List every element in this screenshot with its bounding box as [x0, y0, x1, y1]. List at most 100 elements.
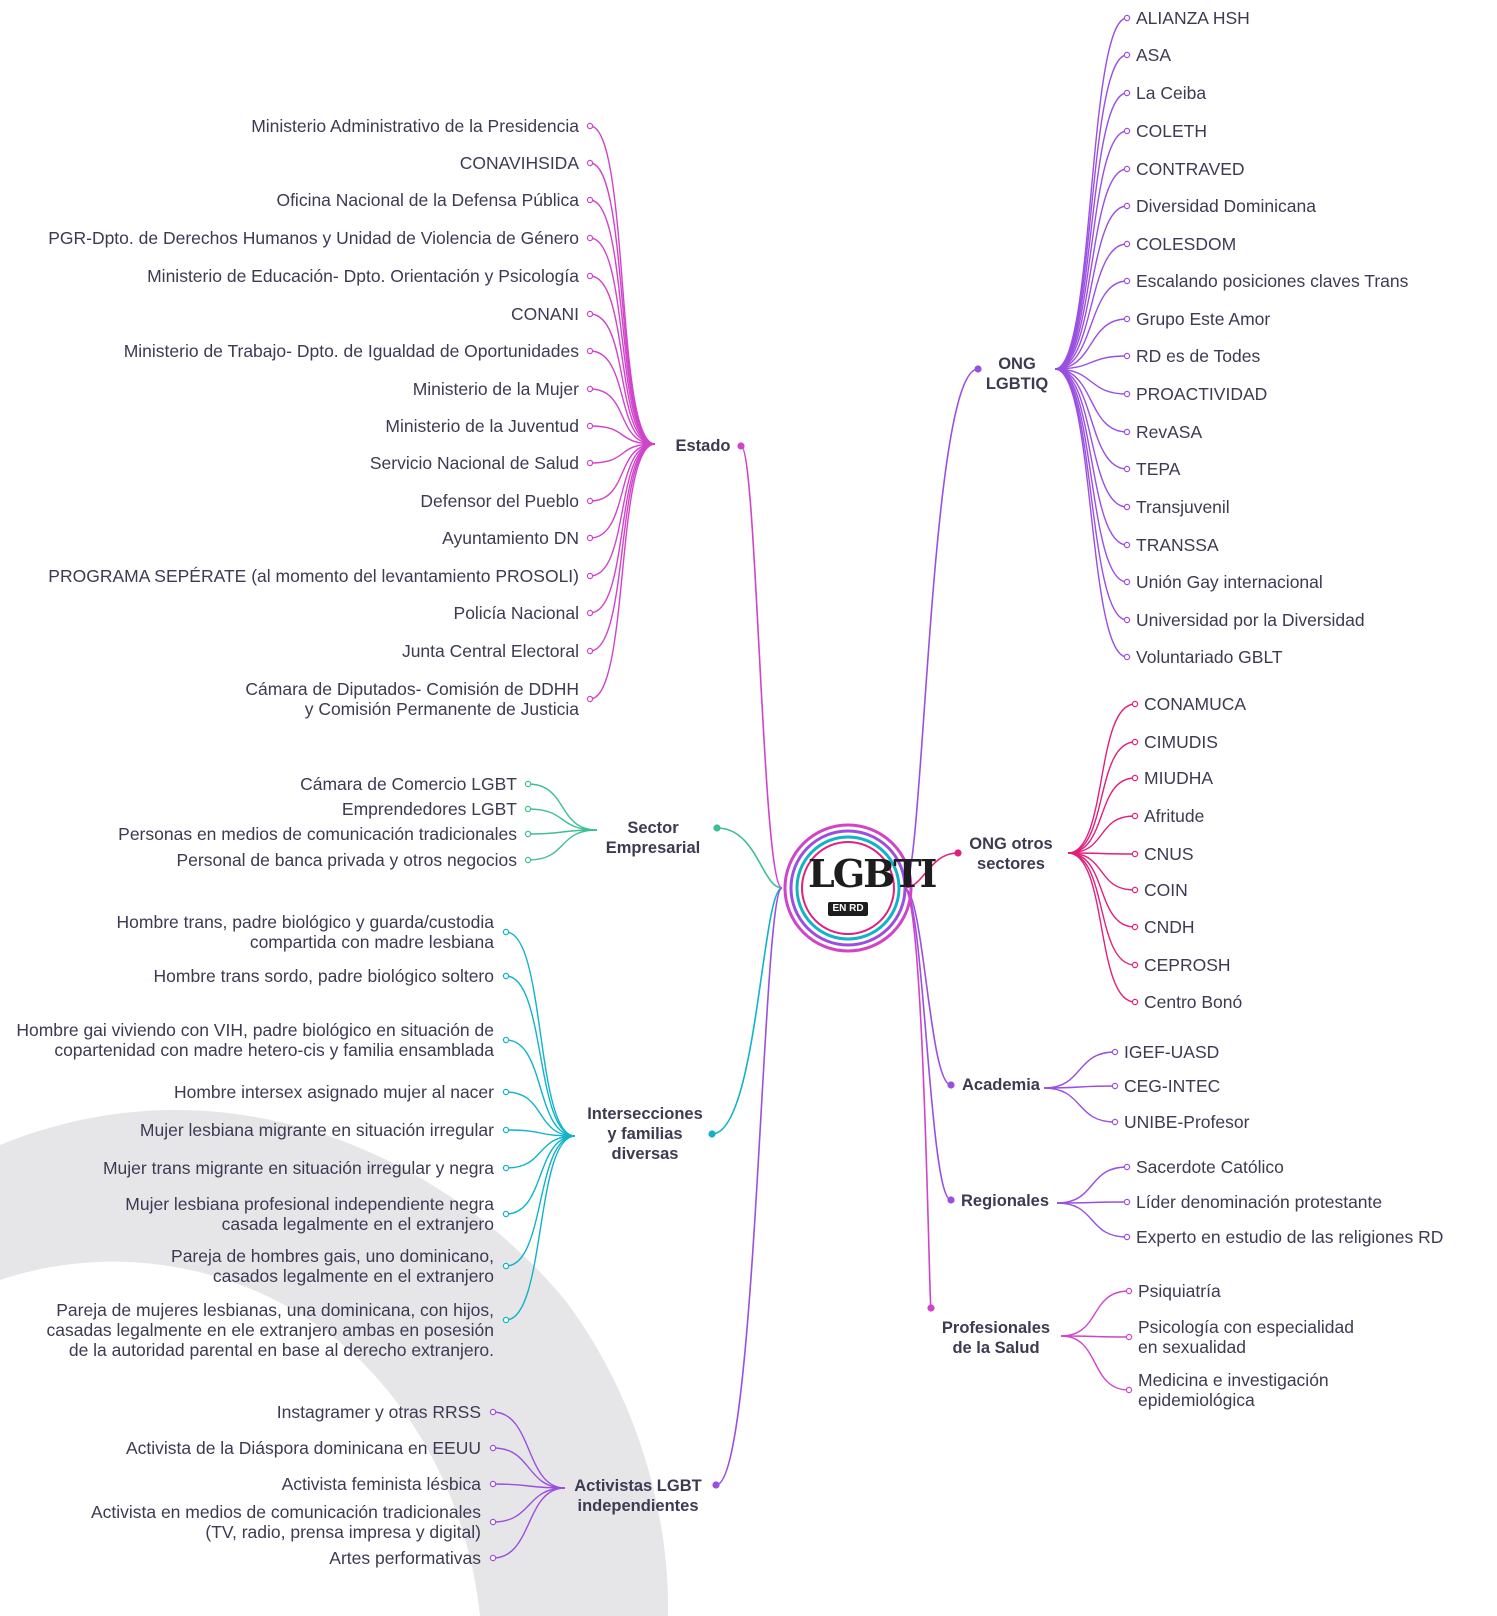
leaf-sector-item: Personas en medios de comunicación tradi… — [118, 824, 517, 844]
connector-salud-2 — [1060, 1335, 1130, 1391]
leaf-dot-ong_lgbtiq-5 — [1123, 202, 1131, 210]
leaf-text-line: Personal de banca privada y otros negoci… — [176, 850, 518, 870]
main-branch-sector — [716, 827, 783, 889]
category-line: Academia — [962, 1076, 1040, 1094]
leaf-ong_otros-item: COIN — [1144, 880, 1188, 900]
connector-ong_lgbtiq-9 — [1054, 355, 1128, 370]
leaf-estado-item: CONAVIHSIDA — [460, 153, 579, 173]
category-dot-intersecciones — [708, 1130, 716, 1138]
leaf-estado-item: Junta Central Electoral — [402, 641, 579, 661]
leaf-text-line: Emprendedores LGBT — [341, 799, 517, 819]
main-branch-activistas — [715, 887, 783, 1486]
category-line: diversas — [611, 1145, 679, 1163]
leaf-dot-estado-12 — [586, 572, 594, 580]
leaf-dot-ong_otros-8 — [1131, 998, 1139, 1006]
leaf-dot-estado-3 — [586, 234, 594, 242]
leaf-text-line: Psicología con especialidad — [1138, 1317, 1354, 1337]
leaf-dot-activistas-4 — [489, 1554, 497, 1562]
leaf-dot-regionales-0 — [1123, 1163, 1131, 1171]
leaf-salud-item: Psiquiatría — [1138, 1281, 1221, 1301]
connector-regionales-2 — [1056, 1202, 1128, 1238]
leaf-ong_otros-item: CEPROSH — [1144, 955, 1231, 975]
leaf-dot-ong_otros-3 — [1131, 812, 1139, 820]
leaf-dot-intersecciones-2 — [502, 1036, 510, 1044]
leaf-text-line: MIUDHA — [1144, 768, 1214, 788]
leaf-text-line: Oficina Nacional de la Defensa Pública — [276, 190, 579, 210]
leaf-estado-item: Policía Nacional — [454, 603, 579, 623]
leaf-dot-estado-11 — [586, 534, 594, 542]
leaf-ong_lgbtiq-item: COLESDOM — [1136, 234, 1236, 254]
category-line: ONG — [998, 355, 1036, 373]
leaf-text-line: ALIANZA HSH — [1136, 8, 1250, 28]
leaf-dot-ong_otros-1 — [1131, 738, 1139, 746]
category-line: Empresarial — [605, 839, 701, 857]
category-dot-salud — [927, 1304, 935, 1312]
leaf-dot-ong_lgbtiq-17 — [1123, 653, 1131, 661]
connector-academia-0 — [1043, 1051, 1116, 1089]
connector-sector-1 — [527, 808, 598, 831]
leaf-text-line: Hombre intersex asignado mujer al nacer — [173, 1082, 494, 1102]
leaf-ong_lgbtiq-item: Diversidad Dominicana — [1136, 196, 1316, 216]
leaf-dot-ong_lgbtiq-14 — [1123, 541, 1131, 549]
leaf-dot-sector-3 — [524, 856, 532, 864]
hub-logo — [783, 823, 913, 953]
connector-activistas-2 — [492, 1483, 566, 1489]
leaf-ong_lgbtiq-item: PROACTIVIDAD — [1136, 384, 1267, 404]
category-line: sectores — [977, 855, 1045, 873]
leaf-regionales-item: Líder denominación protestante — [1136, 1192, 1382, 1212]
main-branch-ong_lgbtiq — [903, 368, 979, 889]
leaf-text-line: Ayuntamiento DN — [442, 528, 579, 548]
category-line: Sector — [627, 819, 679, 837]
leaf-dot-ong_lgbtiq-13 — [1123, 503, 1131, 511]
leaf-dot-estado-6 — [586, 347, 594, 355]
category-dot-academia — [947, 1081, 955, 1089]
connector-sector-3 — [527, 829, 598, 861]
connector-ong_otros-6 — [1067, 852, 1136, 928]
leaf-text-line: Transjuvenil — [1136, 497, 1230, 517]
leaf-ong_otros-item: CNDH — [1144, 917, 1195, 937]
leaf-text-line: y Comisión Permanente de Justicia — [304, 699, 579, 719]
leaf-dot-ong_otros-0 — [1131, 700, 1139, 708]
leaf-dot-activistas-2 — [489, 1480, 497, 1488]
leaf-dot-ong_lgbtiq-12 — [1123, 465, 1131, 473]
connector-ong_lgbtiq-11 — [1054, 368, 1128, 433]
main-branch-salud — [903, 887, 932, 1309]
leaf-text-line: IGEF-UASD — [1124, 1042, 1220, 1062]
leaf-text-line: Centro Bonó — [1144, 992, 1243, 1012]
leaf-estado-item: Ministerio de Educación- Dpto. Orientaci… — [147, 266, 579, 286]
leaf-dot-activistas-1 — [489, 1444, 497, 1452]
leaf-dot-estado-2 — [586, 196, 594, 204]
connector-salud-0 — [1060, 1290, 1130, 1337]
leaf-dot-ong_otros-2 — [1131, 774, 1139, 782]
leaf-estado-item: Ministerio de la Juventud — [385, 416, 579, 436]
leaf-dot-ong_otros-7 — [1131, 961, 1139, 969]
leaf-dot-ong_lgbtiq-10 — [1123, 390, 1131, 398]
leaf-sector-item: Cámara de Comercio LGBT — [300, 774, 517, 794]
leaf-text-line: Grupo Este Amor — [1136, 309, 1271, 329]
leaf-ong_otros-item: MIUDHA — [1144, 768, 1213, 788]
leaf-estado-item: Ayuntamiento DN — [442, 528, 579, 548]
leaf-dot-estado-13 — [586, 609, 594, 617]
leaf-dot-ong_lgbtiq-8 — [1123, 315, 1131, 323]
leaf-text-line: compartida con madre lesbiana — [249, 932, 494, 952]
connector-academia-2 — [1043, 1087, 1116, 1123]
connector-intersecciones-6 — [505, 1135, 576, 1215]
leaf-text-line: casados legalmente en el extranjero — [212, 1266, 494, 1286]
leaf-dot-academia-1 — [1111, 1082, 1119, 1090]
category-line: Intersecciones — [587, 1105, 703, 1123]
leaf-dot-intersecciones-3 — [502, 1088, 510, 1096]
category-dot-ong_otros — [954, 849, 962, 857]
leaf-text-line: Medicina e investigación — [1138, 1370, 1329, 1390]
connector-ong_lgbtiq-14 — [1054, 368, 1128, 546]
leaf-intersecciones-item: Hombre trans, padre biológico y guarda/c… — [117, 912, 494, 952]
connector-intersecciones-0 — [505, 931, 576, 1137]
leaf-text-line: Defensor del Pueblo — [420, 491, 579, 511]
leaf-text-line: Líder denominación protestante — [1136, 1192, 1383, 1212]
connector-ong_lgbtiq-0 — [1054, 17, 1128, 370]
leaf-text-line: (TV, radio, prensa impresa y digital) — [205, 1522, 481, 1542]
category-dot-sector — [713, 824, 721, 832]
